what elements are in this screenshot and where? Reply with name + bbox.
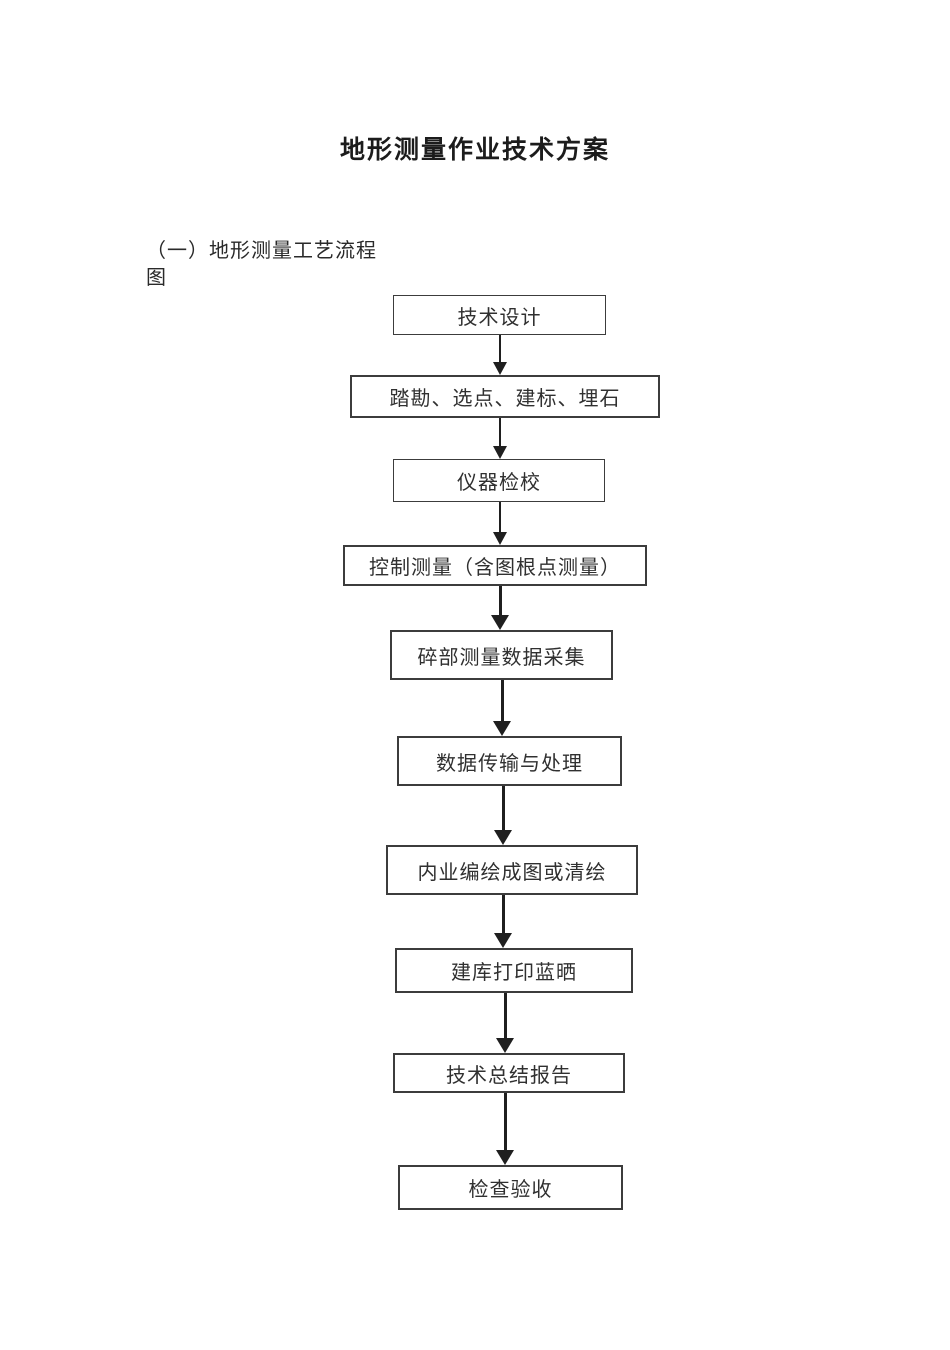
flow-node-label: 建库打印蓝晒 bbox=[451, 960, 577, 984]
arrow-head bbox=[493, 532, 507, 545]
down-arrow-icon bbox=[493, 680, 511, 736]
flow-node-label: 踏勘、选点、建标、埋石 bbox=[389, 386, 621, 410]
arrow-shaft bbox=[501, 786, 505, 830]
document-title: 地形测量作业技术方案 bbox=[339, 135, 610, 164]
down-arrow-icon bbox=[496, 993, 514, 1053]
arrow-head bbox=[494, 933, 512, 948]
down-arrow-icon bbox=[491, 586, 509, 630]
down-arrow-icon bbox=[493, 335, 507, 375]
flow-node-detail-data-collection: 碎部测量数据采集 bbox=[390, 630, 613, 680]
arrow-head bbox=[496, 1150, 514, 1165]
flow-node-label: 控制测量（含图根点测量） bbox=[369, 555, 621, 579]
arrow-head bbox=[493, 362, 507, 375]
down-arrow-icon bbox=[494, 786, 512, 845]
flow-node-technical-design: 技术设计 bbox=[393, 295, 606, 335]
section-heading: （一）地形测量工艺流程 图 bbox=[146, 238, 377, 289]
down-arrow-icon bbox=[494, 895, 512, 948]
arrow-head bbox=[493, 721, 511, 736]
arrow-head bbox=[491, 615, 509, 630]
arrow-shaft bbox=[499, 335, 501, 362]
arrow-shaft bbox=[500, 680, 504, 721]
flow-node-label: 检查验收 bbox=[468, 1177, 553, 1201]
arrow-head bbox=[494, 830, 512, 845]
flow-node-instrument-check: 仪器检校 bbox=[393, 459, 605, 502]
down-arrow-icon bbox=[496, 1093, 514, 1165]
arrow-shaft bbox=[503, 993, 507, 1038]
flow-node-label: 内业编绘成图或清绘 bbox=[417, 859, 607, 884]
arrow-shaft bbox=[501, 895, 505, 933]
flow-node-reconnaissance: 踏勘、选点、建标、埋石 bbox=[350, 375, 660, 418]
flow-node-database-print: 建库打印蓝晒 bbox=[395, 948, 633, 993]
flow-node-label: 碎部测量数据采集 bbox=[417, 644, 586, 669]
arrow-shaft bbox=[503, 1093, 507, 1150]
arrow-shaft bbox=[499, 418, 501, 446]
arrow-shaft bbox=[499, 502, 501, 532]
arrow-head bbox=[493, 446, 507, 459]
flow-node-label: 仪器检校 bbox=[457, 470, 541, 494]
down-arrow-icon bbox=[493, 502, 507, 545]
flow-node-control-survey: 控制测量（含图根点测量） bbox=[343, 545, 647, 586]
arrow-head bbox=[496, 1038, 514, 1053]
flow-node-technical-summary-report: 技术总结报告 bbox=[393, 1053, 625, 1093]
flow-node-label: 数据传输与处理 bbox=[436, 750, 583, 775]
flow-node-inspection-acceptance: 检查验收 bbox=[398, 1165, 623, 1210]
flow-node-office-mapping: 内业编绘成图或清绘 bbox=[386, 845, 638, 895]
flow-node-data-transfer-processing: 数据传输与处理 bbox=[397, 736, 622, 786]
down-arrow-icon bbox=[493, 418, 507, 459]
flow-node-label: 技术总结报告 bbox=[446, 1062, 572, 1087]
flow-node-label: 技术设计 bbox=[457, 304, 542, 329]
arrow-shaft bbox=[498, 586, 502, 615]
